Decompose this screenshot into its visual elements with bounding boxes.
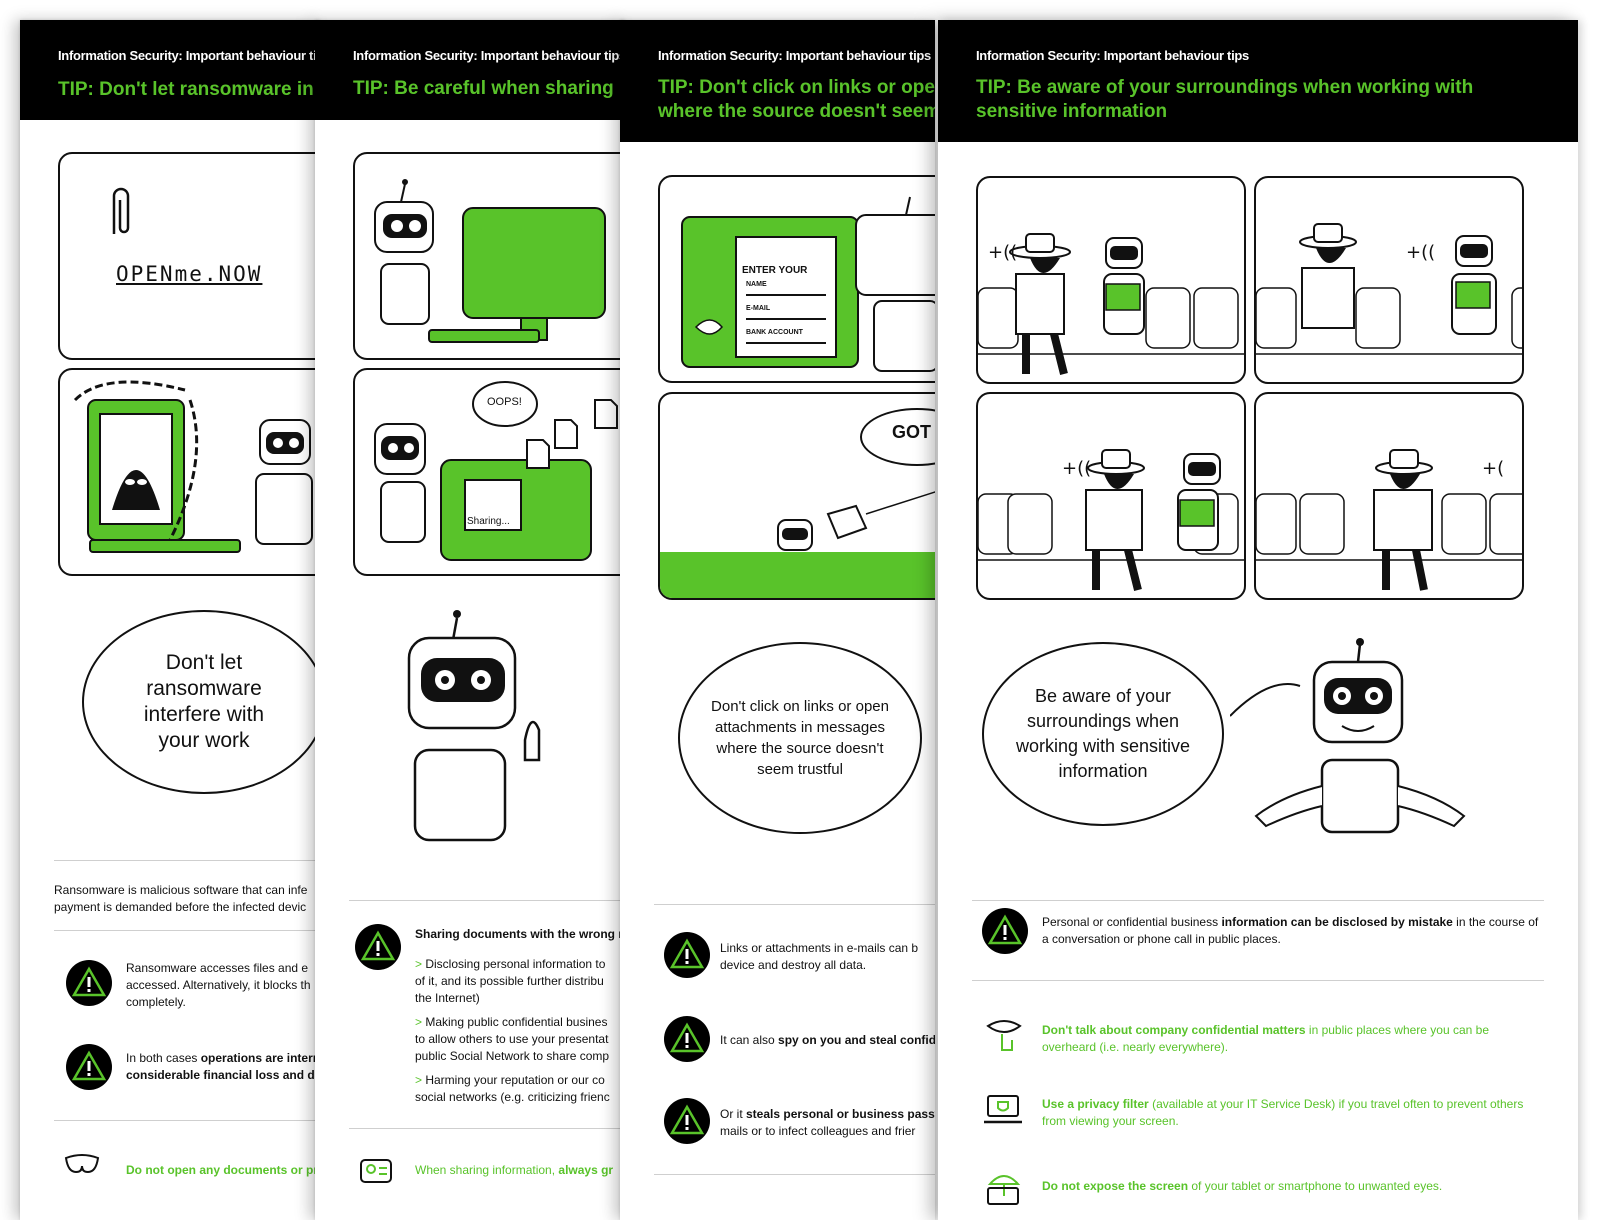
green-floor	[660, 552, 935, 598]
divider	[654, 1174, 935, 1175]
robot-sharing-illustration	[374, 381, 618, 561]
laptop-privacy-icon	[984, 1095, 1022, 1124]
advice-text-2: Use a privacy filter (available at your …	[1042, 1097, 1524, 1128]
bubble-text: Don't click on links or open attachments…	[711, 698, 889, 778]
poster-ransomware: Information Security: Important behaviou…	[20, 20, 320, 1220]
svg-text:+((: +((	[1406, 242, 1435, 263]
speech-bubble: Be aware of your surroundings when worki…	[982, 642, 1224, 826]
divider	[654, 904, 935, 905]
divider	[349, 900, 625, 901]
svg-text:+(: +(	[1482, 458, 1504, 479]
warning-text-2: It can also spy on you and steal confide	[720, 1033, 935, 1047]
locked-computer-illustration	[73, 380, 313, 553]
comic-panel-got: GOT	[658, 392, 935, 600]
comic-panel-locked-computer	[58, 368, 320, 576]
warning-icon	[355, 924, 401, 970]
spy-alone-illustration: +(	[1256, 449, 1522, 591]
warning-icon	[664, 1016, 710, 1062]
robot-computer-illustration	[374, 179, 606, 343]
oops-text: OOPS!	[487, 396, 522, 408]
advice-text-3: Do not expose the screen of your tablet …	[1042, 1179, 1443, 1193]
robot-pointing-illustration	[407, 610, 541, 842]
warning-text-1: Personal or confidential business inform…	[1042, 915, 1539, 946]
got-text: GOT	[892, 422, 931, 442]
form-field-name: NAME	[746, 281, 767, 288]
speech-bubble: Don't let ransomware interfere with your…	[82, 610, 320, 794]
header-subtitle: Information Security: Important behaviou…	[976, 48, 1249, 63]
advice-text: When sharing information, always gr	[415, 1163, 614, 1177]
contact-card-icon	[360, 1159, 392, 1183]
warning-icon	[664, 1098, 710, 1144]
advice-text-1: Don't talk about company confidential ma…	[1042, 1023, 1490, 1054]
warning-icon	[664, 932, 710, 978]
bubble-text: Be aware of your surroundings when worki…	[1015, 686, 1191, 781]
spy-and-robot-illustration: +((	[978, 233, 1244, 375]
comic-panel-3: +((	[976, 392, 1246, 600]
svg-text:+((: +((	[988, 242, 1017, 263]
divider	[54, 1120, 320, 1121]
mask-icon	[64, 1154, 100, 1174]
form-field-email: E-MAIL	[746, 305, 771, 312]
sharing-heading: Sharing documents with the wrong rec	[415, 927, 625, 941]
poster-header: Information Security: Important behaviou…	[620, 20, 935, 142]
robot-caught-illustration	[777, 491, 935, 551]
divider	[972, 900, 1544, 901]
form-field-bank-account: BANK ACCOUNT	[746, 329, 803, 336]
paperclip-icon	[112, 187, 130, 234]
spy-and-robot-illustration: +((	[978, 449, 1244, 591]
header-subtitle: Information Security: Important behaviou…	[658, 48, 931, 63]
lips-finger-icon	[986, 1020, 1022, 1051]
poster-header: Information Security: Important behaviou…	[315, 20, 625, 120]
comic-panel-2: +((	[1254, 176, 1524, 384]
speech-bubble: Don't click on links or open attachments…	[678, 642, 922, 834]
form-title: ENTER YOUR	[742, 265, 808, 276]
comic-panel-oops: OOPS! Sharing...	[353, 368, 625, 576]
advice-text: Do not open any documents or prog	[126, 1163, 320, 1177]
comic-panel-phishing-form: ENTER YOUR NAME E-MAIL BANK ACCOUNT	[658, 175, 935, 383]
header-subtitle: Information Security: Important behaviou…	[353, 48, 625, 63]
divider	[54, 860, 320, 861]
poster-links: Information Security: Important behaviou…	[620, 20, 935, 1220]
poster-header: Information Security: Important behaviou…	[938, 20, 1578, 142]
bubble-text: Don't let ransomware interfere with your…	[143, 651, 265, 752]
divider	[972, 980, 1544, 981]
header-subtitle: Information Security: Important behaviou…	[58, 48, 320, 63]
comic-panel-1: +((	[976, 176, 1246, 384]
comic-panel-4: +(	[1254, 392, 1524, 600]
spy-and-robot-illustration: +((	[1256, 223, 1522, 355]
poster-sharing: Information Security: Important behaviou…	[315, 20, 625, 1220]
umbrella-tablet-icon	[987, 1175, 1021, 1205]
warning-icon	[66, 960, 112, 1006]
tip-title: TIP: Be careful when sharing i	[353, 78, 625, 99]
warning-icon	[66, 1044, 112, 1090]
poster-surroundings: Information Security: Important behaviou…	[938, 20, 1578, 1220]
comic-panel-file: OPENme.NOW	[58, 152, 320, 360]
comic-panel-robot-computer	[353, 152, 625, 360]
poster-header: Information Security: Important behaviou…	[20, 20, 320, 120]
tip-title: TIP: Be aware of your surroundings when …	[976, 77, 1474, 122]
warning-icon	[982, 908, 1028, 954]
intro-text: Ransomware is malicious software that ca…	[54, 883, 308, 914]
phishing-screen-illustration	[681, 196, 935, 372]
divider	[54, 930, 320, 931]
sharing-text: Sharing...	[467, 516, 510, 527]
robot-shrugging-illustration	[1230, 638, 1466, 834]
svg-text:+((: +((	[1062, 458, 1091, 479]
file-name: OPENme.NOW	[116, 262, 263, 286]
tip-title: TIP: Don't let ransomware in	[58, 79, 314, 100]
divider	[349, 1128, 625, 1129]
